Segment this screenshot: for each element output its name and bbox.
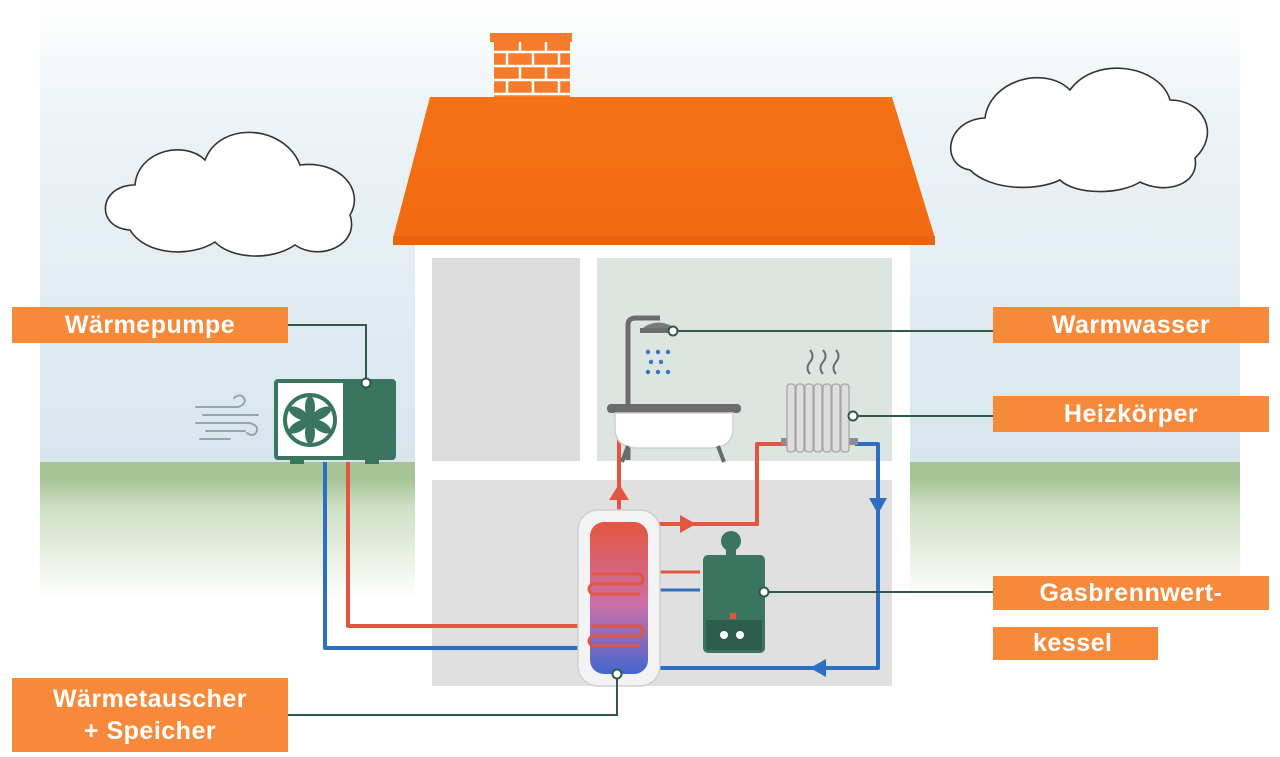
leader-dot-storage: [611, 668, 623, 680]
arrow-down-cold: [869, 498, 887, 514]
label-gas-boiler-line1-text: Gasbrennwert-: [1039, 578, 1223, 607]
bathtub-icon: [607, 404, 741, 463]
cold-pipe-heatpump: [323, 462, 637, 650]
cold-pipe-return: [820, 442, 880, 670]
hot-pipe-heatpump: [346, 462, 637, 628]
cloud-icon-right: [949, 67, 1209, 193]
room-upper-left: [432, 258, 580, 461]
label-gas-boiler-line2: kessel: [993, 627, 1158, 660]
label-radiator: Heizkörper: [993, 396, 1269, 432]
label-hot-water-text: Warmwasser: [1051, 310, 1211, 339]
label-heat-pump-text: Wärmepumpe: [64, 310, 236, 339]
cloud-icon-left: [104, 131, 356, 257]
leader-dot-hot-water: [667, 325, 679, 337]
label-radiator-text: Heizkörper: [1063, 399, 1199, 428]
hot-pipe-radiator: [656, 442, 790, 526]
chimney-icon: [490, 33, 572, 100]
leader-dot-gas-boiler: [758, 586, 770, 598]
leader-storage: [288, 674, 618, 716]
label-gas-boiler-line1: Gasbrennwert-: [993, 576, 1269, 610]
wind-icon: [195, 394, 259, 440]
leader-heat-pump: [288, 324, 367, 383]
heat-pump-unit: [274, 379, 396, 464]
label-heat-exchanger: Wärmetauscher + Speicher: [12, 678, 288, 752]
gas-boiler-icon: [703, 531, 765, 653]
radiator-icon: [781, 383, 858, 453]
label-heat-exchanger-line1: Wärmetauscher: [52, 684, 248, 713]
room-basement: [432, 480, 892, 686]
label-heat-exchanger-line2: + Speicher: [83, 717, 217, 745]
roof: [393, 97, 935, 238]
label-hot-water: Warmwasser: [993, 307, 1269, 343]
roof-eave: [393, 236, 935, 245]
arrow-left-cold: [810, 659, 826, 677]
arrow-right-hot: [680, 515, 696, 533]
fan-icon: [283, 393, 337, 447]
label-gas-boiler-line2-text: kessel: [1033, 629, 1113, 658]
leader-dot-radiator: [847, 410, 859, 422]
label-heat-pump: Wärmepumpe: [12, 307, 288, 343]
arrow-up-hot: [609, 484, 629, 500]
leader-dot-heat-pump: [360, 377, 372, 389]
heat-waves-icon: [806, 349, 840, 375]
storage-tank: [577, 509, 661, 687]
